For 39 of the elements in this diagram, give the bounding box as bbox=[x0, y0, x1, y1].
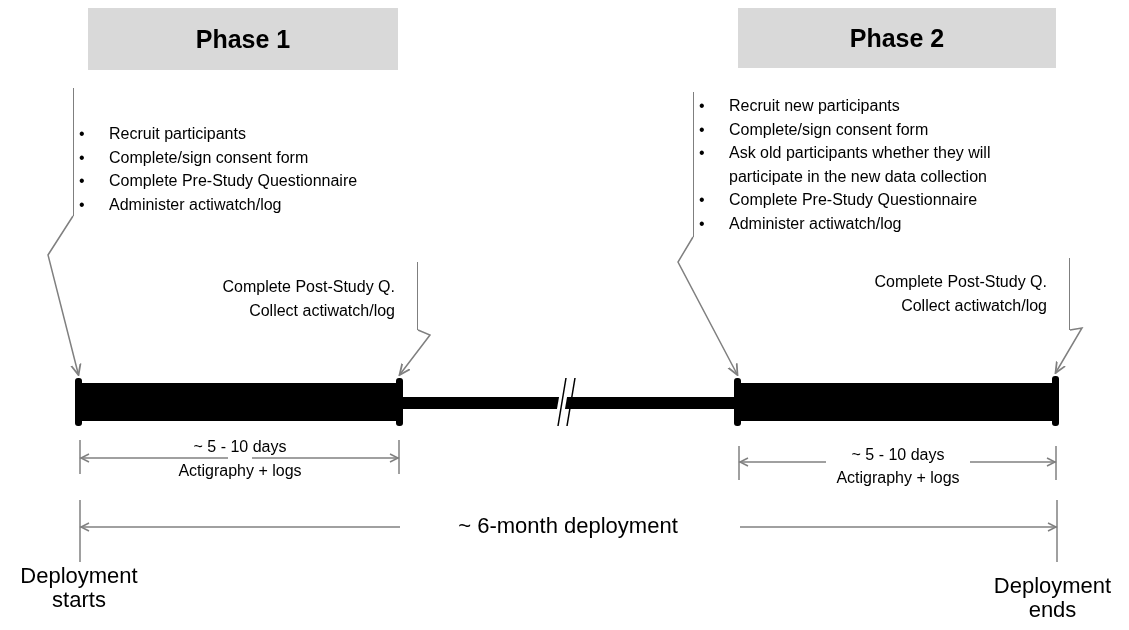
timeline-label: ~ 6-month deployment bbox=[457, 512, 679, 540]
bullet-mark: • bbox=[79, 124, 86, 144]
leader-arrow bbox=[677, 236, 739, 376]
timeline-end-mark bbox=[734, 378, 741, 426]
bullet-item: Ask old participants whether they will participate in the new data collection bbox=[729, 143, 992, 187]
timeline-label: Deployment ends bbox=[992, 574, 1113, 622]
bullet-item: Recruit participants bbox=[109, 124, 247, 144]
timeline-label: ~ 5 - 10 days bbox=[192, 437, 288, 457]
bullet-item: Complete Pre-Study Questionnaire bbox=[729, 190, 979, 210]
leader-arrow bbox=[398, 329, 432, 376]
bullet-item: Complete Pre-Study Questionnaire bbox=[109, 171, 359, 191]
task-text: Collect actiwatch/log bbox=[248, 301, 396, 321]
bullet-mark: • bbox=[699, 190, 706, 210]
bullet-mark: • bbox=[699, 143, 706, 163]
bullet-item: Complete/sign consent form bbox=[109, 147, 310, 168]
bullet-item: Recruit new participants bbox=[729, 96, 901, 116]
bullet-item: Complete/sign consent form bbox=[729, 119, 930, 140]
bullet-item: Administer actiwatch/log bbox=[729, 213, 903, 234]
task-text: Complete Post-Study Q. bbox=[873, 272, 1048, 292]
timeline-label: Actigraphy + logs bbox=[177, 461, 303, 481]
phase-header: Phase 2 bbox=[738, 8, 1056, 68]
bullet-mark: • bbox=[79, 194, 86, 215]
timeline-end-mark bbox=[1052, 376, 1059, 426]
task-text: Collect actiwatch/log bbox=[900, 296, 1048, 316]
phase-header: Phase 1 bbox=[88, 8, 398, 70]
timeline-label: ~ 5 - 10 days bbox=[850, 445, 946, 465]
timeline-label: Actigraphy + logs bbox=[835, 468, 961, 488]
task-text: Complete Post-Study Q. bbox=[221, 277, 396, 297]
timeline-end-mark bbox=[396, 378, 403, 426]
timeline-label: Deployment starts bbox=[19, 564, 139, 612]
bullet-mark: • bbox=[699, 213, 706, 234]
timeline-end-mark bbox=[75, 378, 82, 426]
leader-arrow bbox=[1054, 327, 1084, 374]
leader-arrow bbox=[47, 215, 82, 376]
bullet-mark: • bbox=[79, 147, 86, 168]
bullet-mark: • bbox=[79, 171, 86, 191]
bullet-mark: • bbox=[699, 96, 706, 116]
bullet-mark: • bbox=[699, 119, 706, 140]
bullet-item: Administer actiwatch/log bbox=[109, 194, 283, 215]
